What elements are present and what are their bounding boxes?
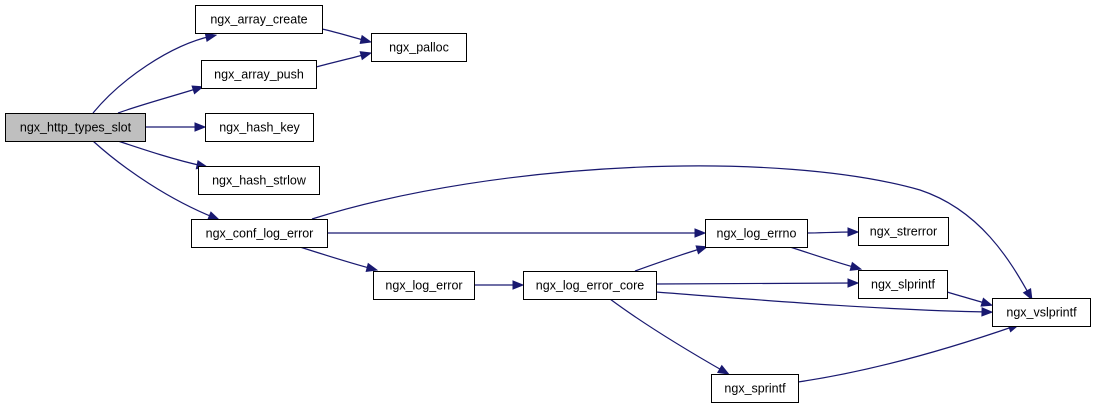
node-label: ngx_conf_log_error — [206, 227, 314, 241]
node-box — [198, 166, 320, 195]
edge-line — [634, 247, 704, 272]
node-log-errno[interactable]: ngx_log_errno — [705, 219, 808, 248]
edge-conf_log_error-to-log_error — [299, 246, 379, 272]
edge-line — [117, 87, 200, 114]
edge-sprintf-to-vslprintf — [797, 323, 1021, 383]
node-box — [201, 60, 317, 89]
node-conf-log-error[interactable]: ngx_conf_log_error — [191, 219, 328, 248]
node-sprintf[interactable]: ngx_sprintf — [711, 374, 799, 403]
arrowhead — [981, 307, 994, 317]
nodes-layer: ngx_http_types_slot ngx_array_create ngx_p… — [5, 5, 1091, 403]
node-box — [5, 113, 146, 142]
node-box — [858, 270, 948, 299]
edge-log_error_core-to-log_errno — [634, 245, 709, 272]
node-box — [711, 374, 799, 403]
node-strerror[interactable]: ngx_strerror — [858, 217, 949, 246]
node-label: ngx_palloc — [389, 41, 449, 55]
node-array-create[interactable]: ngx_array_create — [195, 5, 323, 34]
edge-line — [609, 298, 726, 373]
edge-conf_log_error-to-vslprintf — [311, 165, 1033, 301]
arrowhead — [204, 32, 218, 43]
node-label: ngx_log_error — [385, 279, 462, 293]
node-slprintf[interactable]: ngx_slprintf — [858, 270, 948, 299]
edge-types_slot-to-hash_strlow — [117, 140, 209, 170]
edge-line — [797, 325, 1016, 383]
node-box — [523, 271, 657, 300]
node-hash-key[interactable]: ngx_hash_key — [205, 113, 314, 142]
edge-array_push-to-palloc — [315, 51, 373, 68]
node-box — [195, 5, 323, 34]
node-box — [371, 33, 467, 62]
node-types-slot[interactable]: ngx_http_types_slot — [5, 113, 146, 142]
node-box — [205, 113, 314, 142]
arrowhead — [359, 51, 373, 61]
arrowhead — [849, 261, 863, 271]
edge-slprintf-to-vslprintf — [946, 291, 994, 307]
arrowhead — [980, 297, 994, 307]
arrowhead — [695, 245, 709, 255]
arrowhead — [359, 34, 373, 44]
node-hash-strlow[interactable]: ngx_hash_strlow — [198, 166, 320, 195]
node-label: ngx_sprintf — [724, 382, 786, 396]
edge-log_error-to-log_error_core — [474, 280, 525, 290]
edge-log_error_core-to-slprintf — [655, 278, 860, 288]
edge-line — [321, 28, 368, 42]
arrowhead — [716, 364, 730, 375]
edge-log_error_core-to-vslprintf — [655, 291, 994, 317]
arrowhead — [207, 211, 220, 220]
node-label: ngx_hash_strlow — [212, 174, 307, 188]
arrowhead — [694, 228, 707, 238]
edges-layer — [92, 28, 1033, 383]
edge-line — [655, 291, 989, 313]
edge-line — [117, 140, 204, 167]
node-box — [858, 217, 949, 246]
arrowhead — [191, 85, 205, 95]
node-palloc[interactable]: ngx_palloc — [371, 33, 467, 62]
edge-types_slot-to-array_push — [117, 85, 205, 114]
node-label: ngx_array_create — [210, 13, 307, 27]
arrowhead — [1022, 288, 1033, 301]
node-box — [373, 271, 475, 300]
edge-log_errno-to-slprintf — [789, 246, 863, 271]
node-label: ngx_log_errno — [717, 227, 797, 241]
edge-conf_log_error-to-log_errno — [327, 228, 707, 238]
node-box — [705, 219, 808, 248]
arrowhead — [847, 227, 860, 237]
node-label: ngx_array_push — [214, 68, 304, 82]
node-label: ngx_vslprintf — [1006, 306, 1077, 320]
node-label: ngx_log_error_core — [536, 279, 644, 293]
node-box — [191, 219, 328, 248]
edge-line — [655, 282, 855, 285]
node-box — [992, 298, 1091, 327]
edge-line — [92, 35, 213, 114]
edge-line — [311, 165, 1031, 297]
arrowhead — [512, 280, 525, 290]
node-log-error[interactable]: ngx_log_error — [373, 271, 475, 300]
arrowhead — [365, 262, 379, 272]
edge-line — [299, 246, 374, 270]
edge-log_errno-to-strerror — [806, 227, 860, 237]
node-label: ngx_slprintf — [871, 278, 935, 292]
edge-line — [806, 231, 855, 234]
arrowhead — [194, 122, 207, 132]
node-vslprintf[interactable]: ngx_vslprintf — [992, 298, 1091, 327]
node-label: ngx_hash_key — [219, 121, 300, 135]
edge-line — [92, 140, 216, 219]
node-label: ngx_strerror — [870, 225, 937, 239]
edge-log_error_core-to-sprintf — [609, 298, 730, 375]
edge-line — [789, 246, 858, 269]
node-log-error-core[interactable]: ngx_log_error_core — [523, 271, 657, 300]
edge-types_slot-to-array_create — [92, 32, 218, 114]
node-label: ngx_http_types_slot — [20, 121, 132, 135]
edge-line — [315, 53, 368, 68]
arrowhead — [847, 278, 860, 288]
node-array-push[interactable]: ngx_array_push — [201, 60, 317, 89]
edge-types_slot-to-hash_key — [145, 122, 207, 132]
edge-array_create-to-palloc — [321, 28, 373, 44]
